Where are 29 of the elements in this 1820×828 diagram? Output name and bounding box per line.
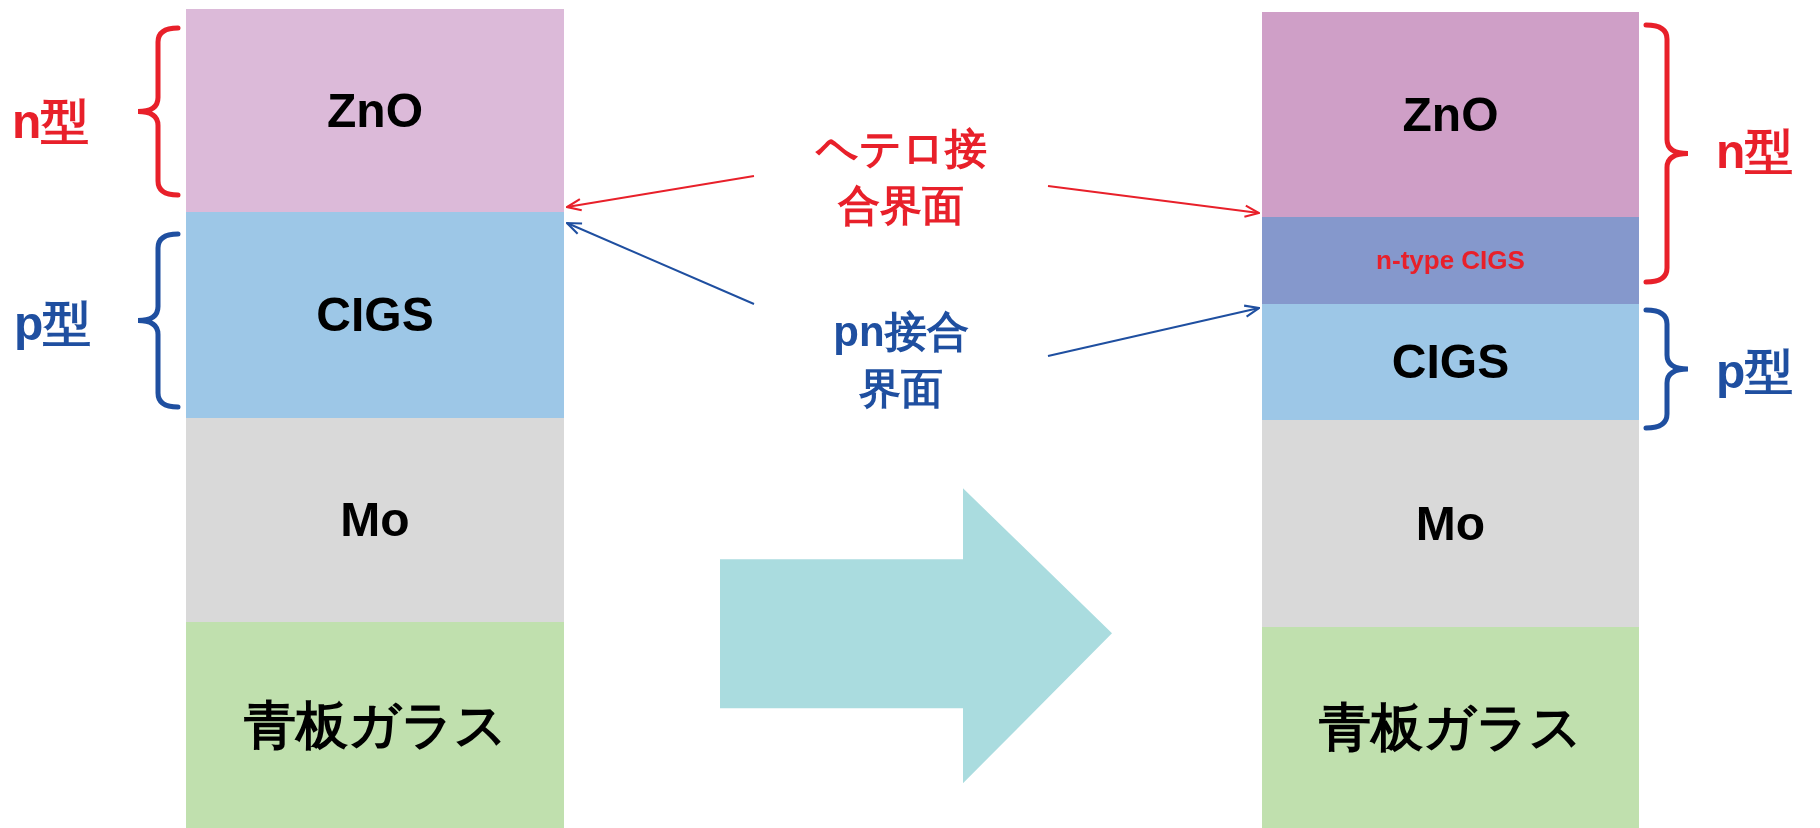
layer-box xyxy=(186,418,564,622)
type-label: n型 xyxy=(12,94,90,150)
layer-label: Mo xyxy=(340,492,410,549)
layer-box xyxy=(1262,420,1639,627)
layer-label: ZnO xyxy=(1402,86,1499,143)
arrow xyxy=(1047,185,1261,218)
block-arrow xyxy=(720,488,1112,784)
callout-text: pn接合界面 xyxy=(832,307,970,414)
layer-label: 青板ガラス xyxy=(243,694,507,756)
layer-box xyxy=(186,9,564,212)
layer-box xyxy=(1262,12,1639,217)
layer-label: 青板ガラス xyxy=(1319,697,1582,759)
arrow xyxy=(1047,304,1261,357)
layer-label: n-type CIGS xyxy=(1376,244,1525,277)
layer-label: Mo xyxy=(1415,495,1486,552)
callout-text: ヘテロ接合界面 xyxy=(814,124,988,231)
arrow xyxy=(565,175,755,212)
type-label: p型 xyxy=(1716,344,1794,400)
arrow xyxy=(565,221,755,305)
layer-box xyxy=(186,622,564,828)
type-label: p型 xyxy=(14,296,92,352)
layer-box xyxy=(1262,304,1639,420)
layer-box xyxy=(186,212,564,418)
layer-box xyxy=(1262,217,1639,304)
layer-label: CIGS xyxy=(316,287,434,344)
layer-box xyxy=(1262,627,1639,828)
layer-label: ZnO xyxy=(327,82,423,139)
layer-label: CIGS xyxy=(1391,334,1510,391)
type-label: n型 xyxy=(1716,124,1794,180)
